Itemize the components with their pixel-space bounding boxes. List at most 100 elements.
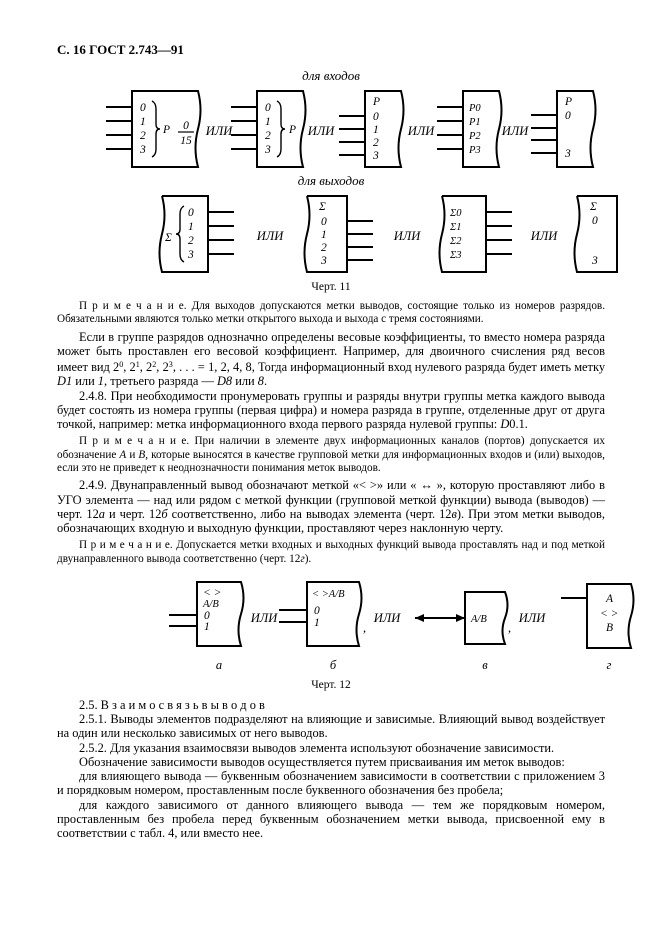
para-2-5-2: 2.5.2. Для указания взаимосвязи выводов … [79,740,555,755]
ugo-outline [586,583,635,650]
diagram-label: 3 [264,144,271,156]
figure-11-outputs-caption: для выходов [297,173,365,188]
ugo-bidir-mark-beside: < >A/B01 [279,581,363,648]
ugo-outline [438,195,487,273]
diagram-label: A/B [202,599,219,610]
group-brace [276,100,286,158]
diagram-label: P [288,124,296,136]
para-2-4-8: 2.4.8. При необходимости пронумеровать г… [57,388,605,432]
diagram-label: ИЛИ [393,229,421,243]
diagram-label: 0 [565,110,571,122]
ugo-outline [131,90,202,168]
diagram-label: 0 [373,111,379,123]
diagram-label: Σ [318,201,326,213]
group-brace [175,205,185,263]
diagram-label: 0 [183,120,189,132]
diagram-label: в [482,658,488,672]
figure-11-caption: Черт. 11 [311,281,351,293]
diagram-label: ИЛИ [501,124,529,138]
ugo-outline [464,591,509,646]
diagram-label: P2 [468,131,481,142]
ugo-bidir-stacked: A< >B [561,583,635,650]
ugo-outline [573,195,618,273]
diagram-label: г [607,658,612,672]
ugo-inputs-range: P 0 3 [531,90,597,168]
diagram-label: Σ [164,232,172,244]
diagram-label: 2 [373,137,379,149]
diagram-label: 3 [591,255,598,267]
ugo-outline [364,90,405,168]
diagram-label: 3 [139,144,146,156]
ugo-outline [306,581,363,648]
diagram-label: P1 [468,117,481,128]
diagram-label: ИЛИ [307,124,335,138]
diagram-label: ИЛИ [256,229,284,243]
diagram-label: < > [203,587,221,599]
diagram-label: ИЛИ [530,229,558,243]
diagram-label: 2 [140,130,146,142]
diagram-label: 15 [180,135,192,147]
ugo-outline [556,90,597,168]
diagram-label: 0 [314,605,320,617]
diagram-label: б [330,658,337,672]
diagram-label: 1 [140,116,146,128]
diagram-label: 2 [265,130,271,142]
heading-2-5: 2.5. В з а и м о с в я з ь в ы в о д о в [79,698,265,713]
diagram-label: ИЛИ [518,611,546,625]
diagram-label: 0 [321,216,327,228]
figure-11-inputs-caption: для входов [302,68,360,83]
ugo-inputs-brace: 0 1 2 3 P [231,90,307,168]
diagram-label: ИЛИ [205,124,233,138]
diagram-label: 1 [321,229,327,241]
diagram-label: 1 [204,621,210,633]
diagram-label: Σ3 [449,250,462,261]
diagram-label: ИЛИ [407,124,435,138]
diagram-label: 2 [321,242,327,254]
para-2-5-1: 2.5.1. Выводы элементов подразделяют на … [57,712,605,741]
diagram-label: P [162,124,170,136]
note-two-channels: П р и м е ч а н и е. При наличии в элеме… [57,435,605,475]
diagram-label: P [564,96,572,108]
diagram-label: Σ2 [449,236,462,247]
diagram-label: ИЛИ [373,611,401,625]
diagram-label: 1 [188,221,194,233]
para-dependency-influencing: для влияющего вывода — буквенным обознач… [57,769,605,798]
diagram-label: 1 [314,617,320,629]
arrowhead-right [456,614,465,623]
diagram-label: P [372,96,380,108]
diagram-label: 1 [265,116,271,128]
diagram-label: Σ [589,201,597,213]
ugo-bidir-arrow-pin: A/B [464,591,509,646]
diagram-label: 0 [204,610,210,622]
diagram-label: , [363,621,366,635]
ugo-inputs-brace-fraction: 0 15 0 1 2 3 P [106,90,202,168]
diagram-label: B [606,622,613,634]
note-bidirectional-labels: П р и м е ч а н и е. Допускается метки в… [57,539,605,565]
group-brace [151,100,161,158]
ugo-outline [158,195,209,273]
ugo-outline [462,90,503,168]
arrowhead-left [415,614,424,623]
diagram-label: Σ0 [449,208,462,219]
diagram-label: Σ1 [449,222,462,233]
ugo-outline [303,195,348,273]
diagram-label: 0 [140,102,146,114]
diagram-label: P3 [468,145,481,156]
diagram-label: A/B [470,614,487,625]
ugo-bidir-mark-above: < >A/B01 [169,581,245,648]
diagram-label: , [508,621,511,635]
diagram-label: 3 [564,148,571,160]
diagram-label: 3 [372,150,379,162]
diagram-label: 0 [265,102,271,114]
diagram-label: 3 [320,255,327,267]
note-outputs-labels: П р и м е ч а н и е. Для выходов допуска… [57,300,605,326]
